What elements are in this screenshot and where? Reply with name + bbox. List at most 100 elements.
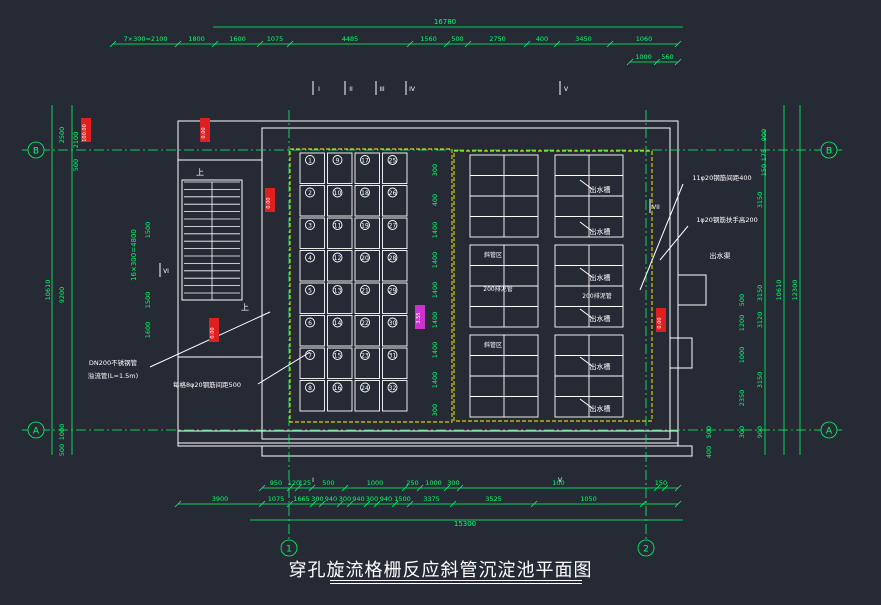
interior-dim-value: 1400	[431, 372, 439, 389]
bottom-dim-2-value: 940	[325, 495, 337, 503]
top-dim-value: 2750	[489, 35, 506, 43]
reaction-cell-number: 14	[334, 320, 342, 327]
top-sub-dim-value: 560	[661, 53, 673, 61]
top-dim-value: 1060	[636, 35, 653, 43]
reaction-cell-orifice	[387, 252, 398, 263]
bottom-dim-2-value: 3525	[485, 495, 502, 503]
bottom-dim-2-tick	[449, 500, 457, 508]
bottom-dim-1-tick	[286, 484, 294, 492]
reaction-cell	[327, 185, 353, 217]
left-dim-value: 9200	[58, 287, 66, 304]
reaction-cell	[382, 185, 408, 217]
stair-tread-note: 16×300=4800	[130, 229, 138, 281]
left-dim-value: 500	[58, 444, 66, 456]
bottom-dim-2-value: 1665	[293, 495, 310, 503]
axis-bubble-b	[27, 141, 45, 159]
reaction-cell	[382, 380, 408, 412]
section-mark-bottom-2: V	[558, 477, 563, 484]
left-dim-value: 10610	[44, 280, 52, 301]
reaction-cell-number: 3	[308, 223, 312, 230]
reaction-cell	[299, 347, 325, 379]
reaction-cell-orifice	[360, 155, 370, 165]
left-dim-value: 1600	[144, 322, 152, 339]
reaction-cell	[299, 185, 325, 217]
right-dim-value: 3150	[756, 192, 764, 209]
bottom-dim-1-value: 500	[322, 479, 334, 487]
red-elevation-tag	[656, 308, 666, 332]
reaction-cell-number: 20	[361, 255, 369, 262]
reaction-cell-number: 29	[389, 288, 397, 295]
pipe-note-1: DN200不锈钢管	[89, 358, 138, 367]
right-dim-value: 10610	[775, 280, 783, 301]
bottom-dim-1-tick	[456, 484, 464, 492]
reaction-cell-orifice	[360, 382, 370, 393]
reaction-cell-number: 12	[334, 255, 342, 262]
interior-dim-value: 300	[431, 404, 439, 416]
bottom-dim-2-value: 3375	[423, 495, 440, 503]
reaction-cell-orifice	[332, 155, 343, 165]
reaction-cell-number: 8	[308, 385, 312, 392]
reaction-cell	[299, 250, 325, 282]
reaction-cell-number: 24	[361, 385, 369, 392]
reaction-cell-orifice	[387, 317, 398, 328]
reaction-cell-orifice	[305, 155, 315, 165]
top-dim-value: 1600	[229, 35, 246, 43]
reaction-cell-number: 30	[389, 320, 397, 327]
right-dim-value: 3150	[756, 372, 764, 389]
reaction-cell-orifice	[360, 350, 370, 360]
reaction-cell-number: 4	[308, 255, 312, 262]
reaction-cell	[327, 250, 353, 282]
tank-inner-wall	[261, 127, 671, 440]
section-mark-label: VI	[163, 268, 169, 275]
right-dim-value: 900	[760, 129, 768, 141]
bottom-dim-2-tick	[336, 500, 344, 508]
bottom-dim-2-value: 1050	[580, 495, 597, 503]
bottom-dim-2-tick	[346, 500, 354, 508]
reaction-cell-orifice	[360, 285, 370, 295]
reaction-cell	[327, 282, 353, 314]
reaction-cell	[354, 315, 380, 347]
rebar-leader-1	[639, 183, 684, 291]
reaction-cell-orifice	[305, 187, 315, 198]
top-dim-tick	[464, 40, 472, 48]
reaction-cell	[299, 217, 325, 249]
right-dim-value: 3150	[756, 285, 764, 302]
slope-zone-label: 斜管区	[484, 251, 502, 259]
sludge-pipe-label: 200排泥管	[483, 285, 512, 293]
top-sub-dim-tick	[653, 58, 661, 66]
sludge-pipe-label-2: 200排泥管	[582, 292, 611, 300]
reaction-cell-number: 32	[389, 385, 397, 392]
title-underline-2	[330, 583, 582, 584]
left-dim-value: 1500	[144, 292, 152, 309]
red-elevation-value: 100.00	[82, 124, 88, 142]
pipe-note-2: 溢流管(L=1.5m)	[88, 371, 138, 380]
bottom-dim-2-tick	[406, 500, 414, 508]
reaction-cell-orifice	[332, 220, 343, 230]
tank-outer-wall	[177, 120, 679, 447]
reaction-cell-orifice	[332, 382, 343, 393]
reaction-cell	[382, 250, 408, 282]
reaction-cell-orifice	[332, 317, 343, 328]
reaction-cell-orifice	[305, 285, 315, 295]
reaction-cell	[327, 217, 353, 249]
top-dim-value: 7×300=2100	[124, 35, 168, 43]
rebar-note-2: 1φ20钢筋扶手高200	[696, 215, 758, 224]
bottom-dim-2-value: 300	[366, 495, 378, 503]
bottom-dim-1-value: 300	[447, 479, 459, 487]
reaction-cell-orifice	[387, 220, 398, 230]
trough-leader	[579, 356, 593, 367]
trough-leader	[579, 398, 593, 409]
reaction-cell-orifice	[332, 350, 343, 360]
left-dim-value: 1500	[144, 222, 152, 239]
slope-zone-label-2: 斜管区	[484, 341, 502, 349]
top-sub-dim-tick	[674, 58, 682, 66]
overflow-trough-label: 出水槽	[590, 227, 611, 236]
trough-leader	[579, 267, 593, 278]
bottom-dim-2-value: 300	[339, 495, 351, 503]
reaction-cell-number: 23	[361, 353, 369, 360]
top-sub-dim-tick	[626, 58, 634, 66]
left-dim-value: 2100	[72, 132, 80, 149]
bottom-total-dim: 15300	[454, 520, 476, 528]
bottom-dim-2-value: 940	[380, 495, 392, 503]
reaction-cell-number: 21	[361, 288, 369, 295]
